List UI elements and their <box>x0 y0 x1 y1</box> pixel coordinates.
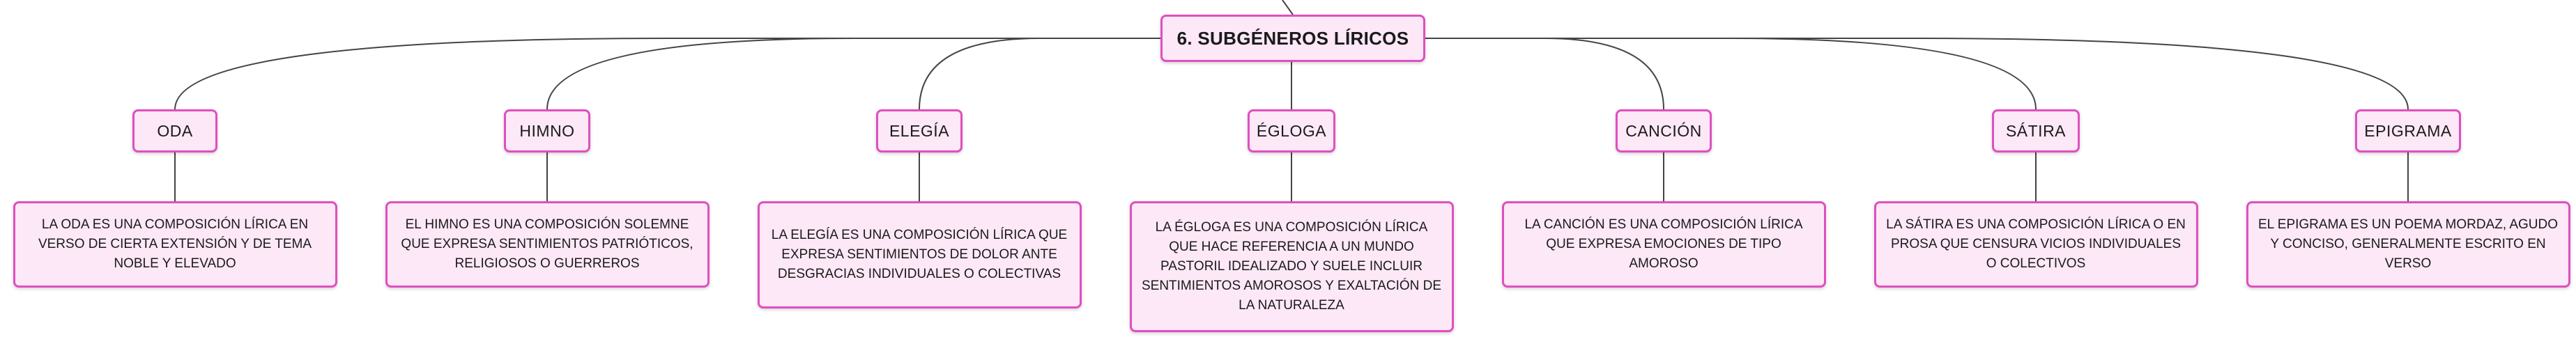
description-node-epigrama[interactable]: EL EPIGRAMA ES UN POEMA MORDAZ, AGUDO Y … <box>2246 201 2570 288</box>
subgenre-node-himno[interactable]: HIMNO <box>504 109 590 153</box>
description-text: EL EPIGRAMA ES UN POEMA MORDAZ, AGUDO Y … <box>2257 217 2559 271</box>
root-to-subgenre-connector <box>174 38 1160 110</box>
subgenre-label: ODA <box>157 121 193 140</box>
subgenre-node-satira[interactable]: SÁTIRA <box>1992 109 2080 153</box>
subgenre-node-oda[interactable]: ODA <box>132 109 217 153</box>
description-node-egloga[interactable]: LA ÉGLOGA ES UNA COMPOSICIÓN LÍRICA QUE … <box>1129 201 1454 332</box>
description-node-himno[interactable]: EL HIMNO ES UNA COMPOSICIÓN SOLEMNE QUE … <box>385 201 710 288</box>
description-text: LA ÉGLOGA ES UNA COMPOSICIÓN LÍRICA QUE … <box>1141 220 1442 313</box>
incoming-connector <box>1282 0 1294 15</box>
root-to-subgenre-connector <box>919 38 1160 110</box>
subgenre-label: ELEGÍA <box>889 121 950 140</box>
root-label: 6. SUBGÉNEROS LÍRICOS <box>1176 27 1409 49</box>
description-node-cancion[interactable]: LA CANCIÓN ES UNA COMPOSICIÓN LÍRICA QUE… <box>1501 201 1826 288</box>
description-text: LA ODA ES UNA COMPOSICIÓN LÍRICA EN VERS… <box>38 217 312 271</box>
subgenre-label: SÁTIRA <box>2005 121 2067 140</box>
description-text: EL HIMNO ES UNA COMPOSICIÓN SOLEMNE QUE … <box>401 217 693 271</box>
subgenre-label: EPIGRAMA <box>2364 121 2452 140</box>
subgenre-node-egloga[interactable]: ÉGLOGA <box>1248 109 1335 153</box>
subgenre-node-elegia[interactable]: ELEGÍA <box>876 109 963 153</box>
description-node-satira[interactable]: LA SÁTIRA ES UNA COMPOSICIÓN LÍRICA O EN… <box>1873 201 2198 288</box>
subgenre-label: ÉGLOGA <box>1256 121 1327 140</box>
root-to-subgenre-connector <box>1425 38 2409 110</box>
root-node[interactable]: 6. SUBGÉNEROS LÍRICOS <box>1160 15 1425 62</box>
description-node-elegia[interactable]: LA ELEGÍA ES UNA COMPOSICIÓN LÍRICA QUE … <box>757 201 1082 308</box>
root-to-subgenre-connector <box>546 38 1160 110</box>
subgenre-node-epigrama[interactable]: EPIGRAMA <box>2355 109 2461 153</box>
root-to-subgenre-connector <box>1425 38 1664 110</box>
description-text: LA CANCIÓN ES UNA COMPOSICIÓN LÍRICA QUE… <box>1524 217 1803 271</box>
subgenre-node-cancion[interactable]: CANCIÓN <box>1616 109 1712 153</box>
description-node-oda[interactable]: LA ODA ES UNA COMPOSICIÓN LÍRICA EN VERS… <box>13 201 337 288</box>
root-to-subgenre-connector <box>1425 38 2037 110</box>
description-text: LA ELEGÍA ES UNA COMPOSICIÓN LÍRICA QUE … <box>771 228 1068 281</box>
description-text: LA SÁTIRA ES UNA COMPOSICIÓN LÍRICA O EN… <box>1886 217 2186 271</box>
subgenre-label: CANCIÓN <box>1625 121 1702 140</box>
subgenre-label: HIMNO <box>519 121 575 140</box>
